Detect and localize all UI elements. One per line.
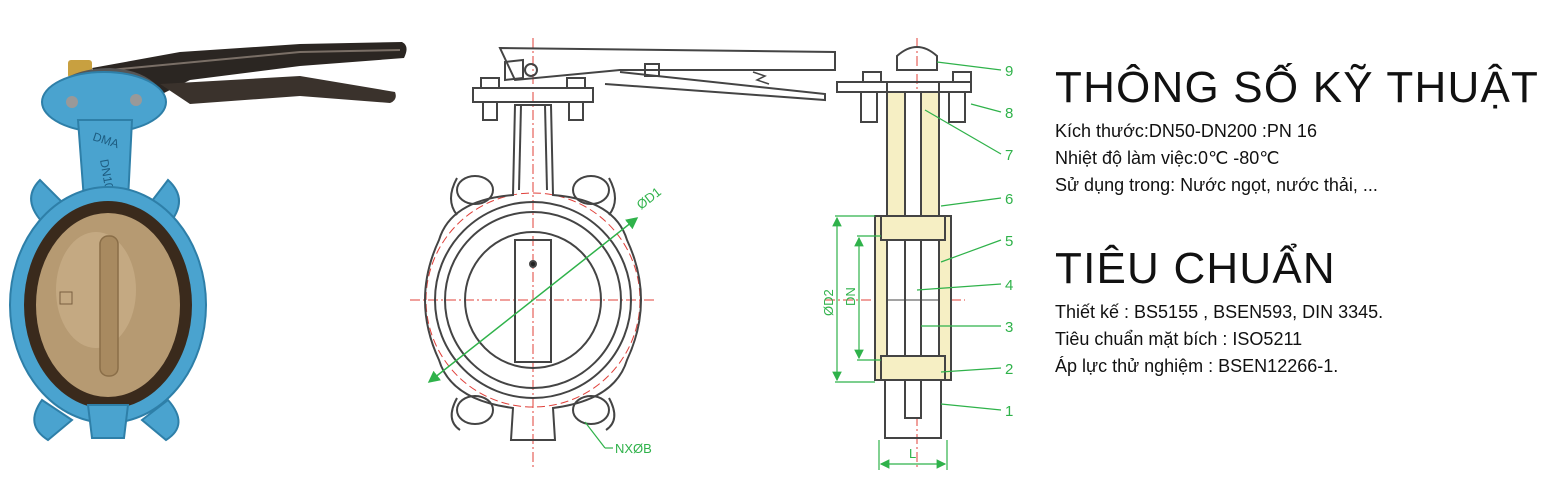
part-number-2: 2 [1005,361,1013,378]
part-number-1: 1 [1005,403,1013,420]
standard-pressure-test: Áp lực thử nghiệm : BSEN12266-1. [1055,356,1339,376]
part-number-6: 6 [1005,191,1013,208]
technical-drawing: ØD1 NXØB ØD2 [410,38,1013,470]
spec-usage: Sử dụng trong: Nước ngọt, nước thải, ... [1055,175,1378,195]
part-number-8: 8 [1005,105,1013,122]
dim-outer-label: ØD1 [634,184,664,212]
part-number-9: 9 [1005,63,1013,80]
side-view [825,38,972,470]
standard-design: Thiết kế : BS5155 , BSEN593, DIN 3345. [1055,302,1384,322]
spec-size: Kích thước:DN50-DN200 :PN 16 [1055,121,1317,141]
specs-title: THÔNG SỐ KỸ THUẬT [1055,63,1540,112]
part-number-7: 7 [1005,147,1013,164]
dim-length-label: L [909,446,916,461]
spec-panel: THÔNG SỐ KỸ THUẬT Kích thước:DN50-DN200 … [1055,66,1545,380]
dim-bolt-label: NXØB [615,441,652,456]
part-number-5: 5 [1005,233,1013,250]
spec-temperature: Nhiệt độ làm việc:0℃ -80℃ [1055,148,1280,168]
part-number-4: 4 [1005,277,1013,294]
front-view [410,38,836,470]
dim-flange-label: ØD2 [821,289,836,316]
standard-flange: Tiêu chuẩn mặt bích : ISO5211 [1055,329,1303,349]
part-number-3: 3 [1005,319,1013,336]
standards-title: TIÊU CHUẨN [1055,244,1336,293]
dim-nominal-label: DN [843,287,858,306]
valve-photo: DMA DN100 [9,42,407,442]
